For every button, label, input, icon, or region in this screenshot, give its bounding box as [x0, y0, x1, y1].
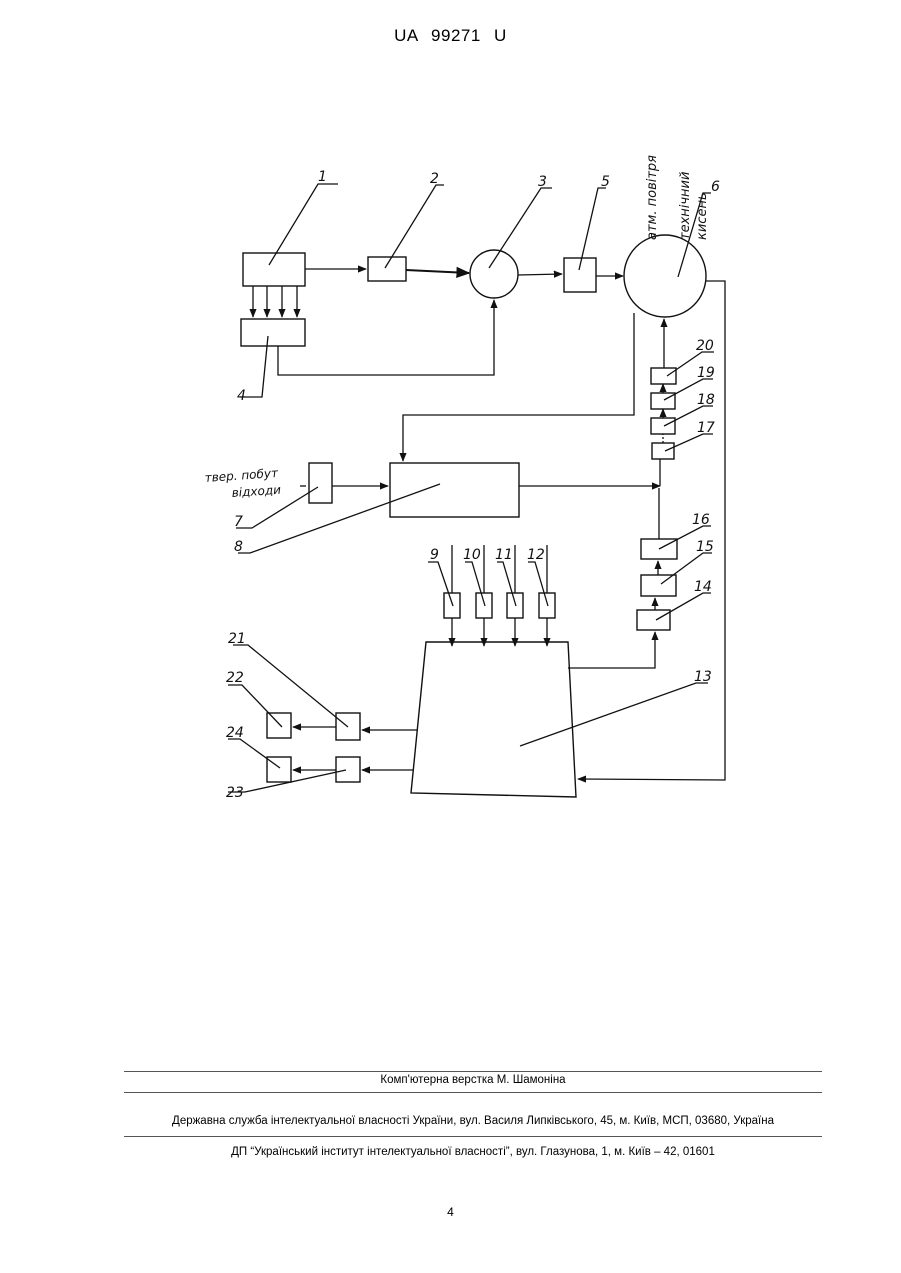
label-23: 23	[226, 785, 244, 801]
block-13-trapezoid	[411, 642, 576, 797]
label-24: 24	[226, 725, 244, 741]
block-4	[241, 319, 305, 346]
block-18	[651, 418, 675, 434]
block-12	[539, 593, 555, 618]
footer-agency: Державна служба інтелектуальної власност…	[124, 1115, 822, 1127]
label-12: 12	[527, 547, 545, 563]
block-23	[336, 757, 360, 782]
annotation-tech-oxygen-1: технічний	[678, 172, 693, 240]
block-6-circle	[624, 235, 706, 317]
block-9	[444, 593, 460, 618]
footer-rule-middle	[124, 1092, 822, 1093]
annotation-solid-waste-1: твер. побут	[204, 466, 279, 485]
label-3: 3	[538, 174, 547, 190]
label-1: 1	[318, 169, 327, 185]
label-19: 19	[697, 365, 715, 381]
footer-rule-top	[124, 1071, 822, 1072]
label-9: 9	[430, 547, 439, 563]
label-7: 7	[234, 514, 243, 530]
label-15: 15	[696, 539, 714, 555]
label-10: 10	[463, 547, 481, 563]
label-2: 2	[430, 171, 439, 187]
annotation-solid-waste-2: відходи	[231, 483, 281, 500]
label-20: 20	[696, 338, 714, 354]
block-2	[368, 257, 406, 281]
block-15	[641, 575, 676, 596]
block-20	[651, 368, 676, 384]
footer-layout-credit: Комп'ютерна верстка М. Шамоніна	[124, 1074, 822, 1086]
label-14: 14	[694, 579, 712, 595]
label-4: 4	[237, 388, 246, 404]
page-number: 4	[0, 1205, 901, 1219]
block-14	[637, 610, 670, 630]
annotation-atm-air: атм. повітря	[645, 155, 660, 240]
block-22	[267, 713, 291, 738]
annotation-tech-oxygen-2: кисень	[695, 192, 710, 240]
block-11	[507, 593, 523, 618]
label-11: 11	[495, 547, 513, 563]
footer-institute: ДП “Український інститут інтелектуальної…	[124, 1146, 822, 1158]
label-18: 18	[697, 392, 715, 408]
label-16: 16	[692, 512, 710, 528]
label-6: 6	[711, 179, 720, 195]
label-13: 13	[694, 669, 712, 685]
block-17	[652, 443, 674, 459]
label-22: 22	[226, 670, 244, 686]
label-21: 21	[228, 631, 246, 647]
block-7	[309, 463, 332, 503]
block-10	[476, 593, 492, 618]
label-8: 8	[234, 539, 243, 555]
label-17: 17	[697, 420, 715, 436]
label-5: 5	[601, 174, 610, 190]
block-3-circle	[470, 250, 518, 298]
footer-rule-bottom	[124, 1136, 822, 1137]
block-8	[390, 463, 519, 517]
